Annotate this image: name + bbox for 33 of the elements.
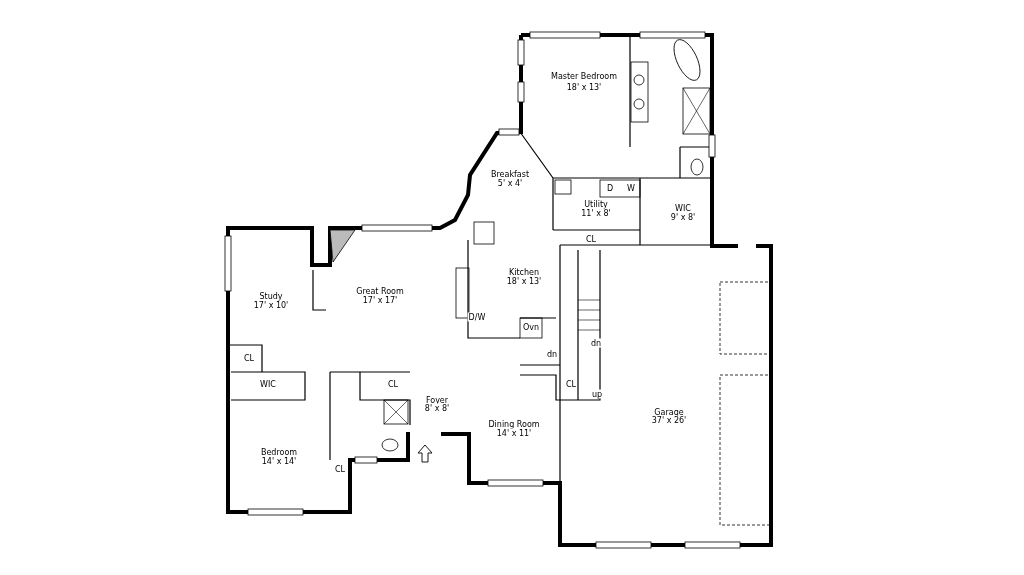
room-name: Utility [583,199,609,209]
closet-label: CL [387,379,399,389]
room-dimension: 17' x 10' [252,300,290,310]
room-dimension: 17' x 17' [361,295,399,305]
closet-label: CL [243,353,255,363]
closet-label: CL [585,234,597,244]
room-dimension: 14' x 14' [260,456,298,466]
room-dimension: 18' x 13' [505,276,543,286]
room-dimension: 37' x 26' [650,415,688,425]
room-name: WIC [259,379,277,389]
appliance-label: W [626,183,636,193]
room-name: WIC [674,203,692,213]
room-name: Dining Room [487,419,541,429]
room-name: Great Room [355,286,405,296]
room-name: Kitchen [507,267,541,277]
room-dimension: 11' x 8' [580,208,612,218]
stair-label: dn [589,338,603,348]
room-dimension: 14' x 11' [495,428,533,438]
stair-label: up [590,389,604,399]
room-dimension: 18' x 13' [565,82,603,92]
room-name: Study [258,291,284,301]
room-dimension: 8' x 8' [423,403,451,413]
room-name: Master Bedroom [550,71,618,81]
room-name: Breakfast [489,169,531,179]
closet-label: CL [565,379,577,389]
closet-label: CL [334,464,346,474]
room-dimension: 9' x 8' [669,212,697,222]
appliance-label: Ovn [521,322,541,332]
room-name: Bedroom [259,447,299,457]
appliance-label: D/W [467,312,487,322]
stair-label: dn [545,349,559,359]
appliance-label: D [605,183,615,193]
room-dimension: 5' x 4' [496,178,524,188]
